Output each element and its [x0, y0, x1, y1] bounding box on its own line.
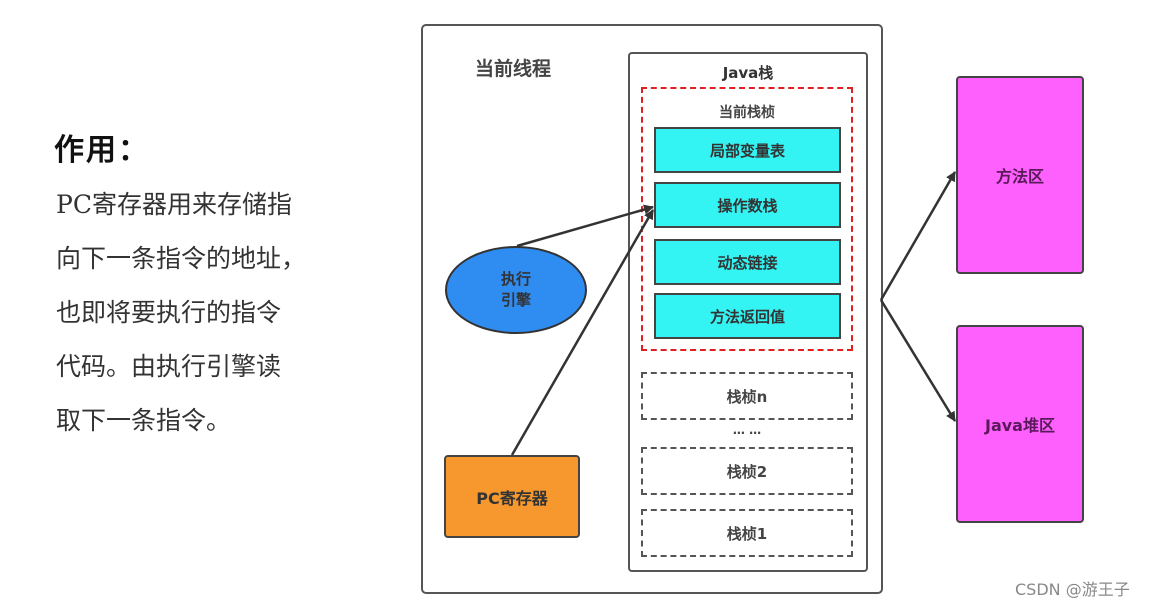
execution-engine-label: 引擎: [500, 291, 531, 309]
description-line: PC寄存器用来存储指: [56, 190, 292, 219]
description-line: 向下一条指令的地址，: [56, 244, 307, 273]
stack-frame-1: 栈桢1: [641, 509, 853, 557]
execution-engine: 执行 引擎: [445, 246, 587, 334]
method-area: 方法区: [956, 76, 1084, 274]
arrow-pc-to-operand-stack: [510, 209, 655, 456]
return-address: 方法返回值: [654, 293, 841, 339]
description-line: 取下一条指令。: [56, 406, 232, 435]
ellipsis: … …: [732, 423, 762, 437]
stack-frame-n: 栈桢n: [641, 372, 853, 420]
heading: 作用：: [54, 133, 150, 168]
current-frame-label: 当前栈桢: [719, 105, 775, 121]
current-frame-box: [641, 87, 853, 351]
arrow-to-java-heap: [879, 299, 957, 422]
dynamic-linking: 动态链接: [654, 239, 841, 285]
java-stack-label: Java栈: [722, 64, 774, 82]
current-thread-label: 当前线程: [475, 58, 552, 80]
description-line: 也即将要执行的指令: [56, 298, 282, 327]
arrow-engine-to-operand-stack: [516, 204, 654, 248]
pc-register: PC寄存器: [444, 455, 580, 538]
execution-engine-label: 执行: [500, 270, 531, 288]
watermark: CSDN @游王子: [1015, 580, 1130, 599]
operand-stack: 操作数栈: [654, 182, 841, 228]
description-line: 代码。由执行引擎读: [56, 352, 282, 381]
local-variable-table: 局部变量表: [654, 127, 841, 173]
java-heap: Java堆区: [956, 325, 1084, 523]
arrow-to-method-area: [879, 171, 957, 301]
description: PC寄存器用来存储指 向下一条指令的地址， 也即将要执行的指令 代码。由执行引擎…: [56, 178, 366, 448]
stack-frame-2: 栈桢2: [641, 447, 853, 495]
